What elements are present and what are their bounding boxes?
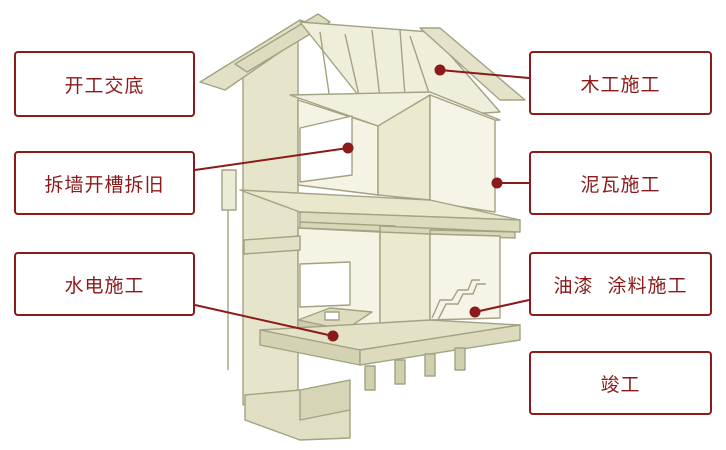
leader-carpentry [439,69,530,79]
dot-masonry [491,177,503,189]
label-demolition-text: 拆墙开槽拆旧 [44,173,165,196]
label-masonry-text: 泥瓦施工 [580,173,661,196]
label-handover: 开工交底 [14,51,195,117]
leader-painting [474,299,530,313]
house-drawing [199,13,526,441]
label-completion-text: 竣工 [600,373,641,396]
label-completion: 竣工 [529,351,712,415]
label-plumbing-electric: 水电施工 [14,252,195,316]
dot-carpentry [434,64,446,76]
label-painting-text: 油漆 涂料施工 [553,274,688,297]
label-carpentry-text: 木工施工 [580,73,661,96]
leader-plumbing [194,304,334,337]
label-painting: 油漆 涂料施工 [529,252,712,316]
label-plumbing-electric-text: 水电施工 [64,274,145,297]
dot-painting [469,306,481,318]
leader-demolition [194,147,349,171]
leader-lines [194,64,530,342]
label-carpentry: 木工施工 [529,51,712,115]
label-masonry: 泥瓦施工 [529,151,712,215]
dot-demolition [342,142,354,154]
dot-plumbing [327,330,339,342]
label-handover-text: 开工交底 [64,74,145,97]
label-demolition: 拆墙开槽拆旧 [14,151,195,215]
